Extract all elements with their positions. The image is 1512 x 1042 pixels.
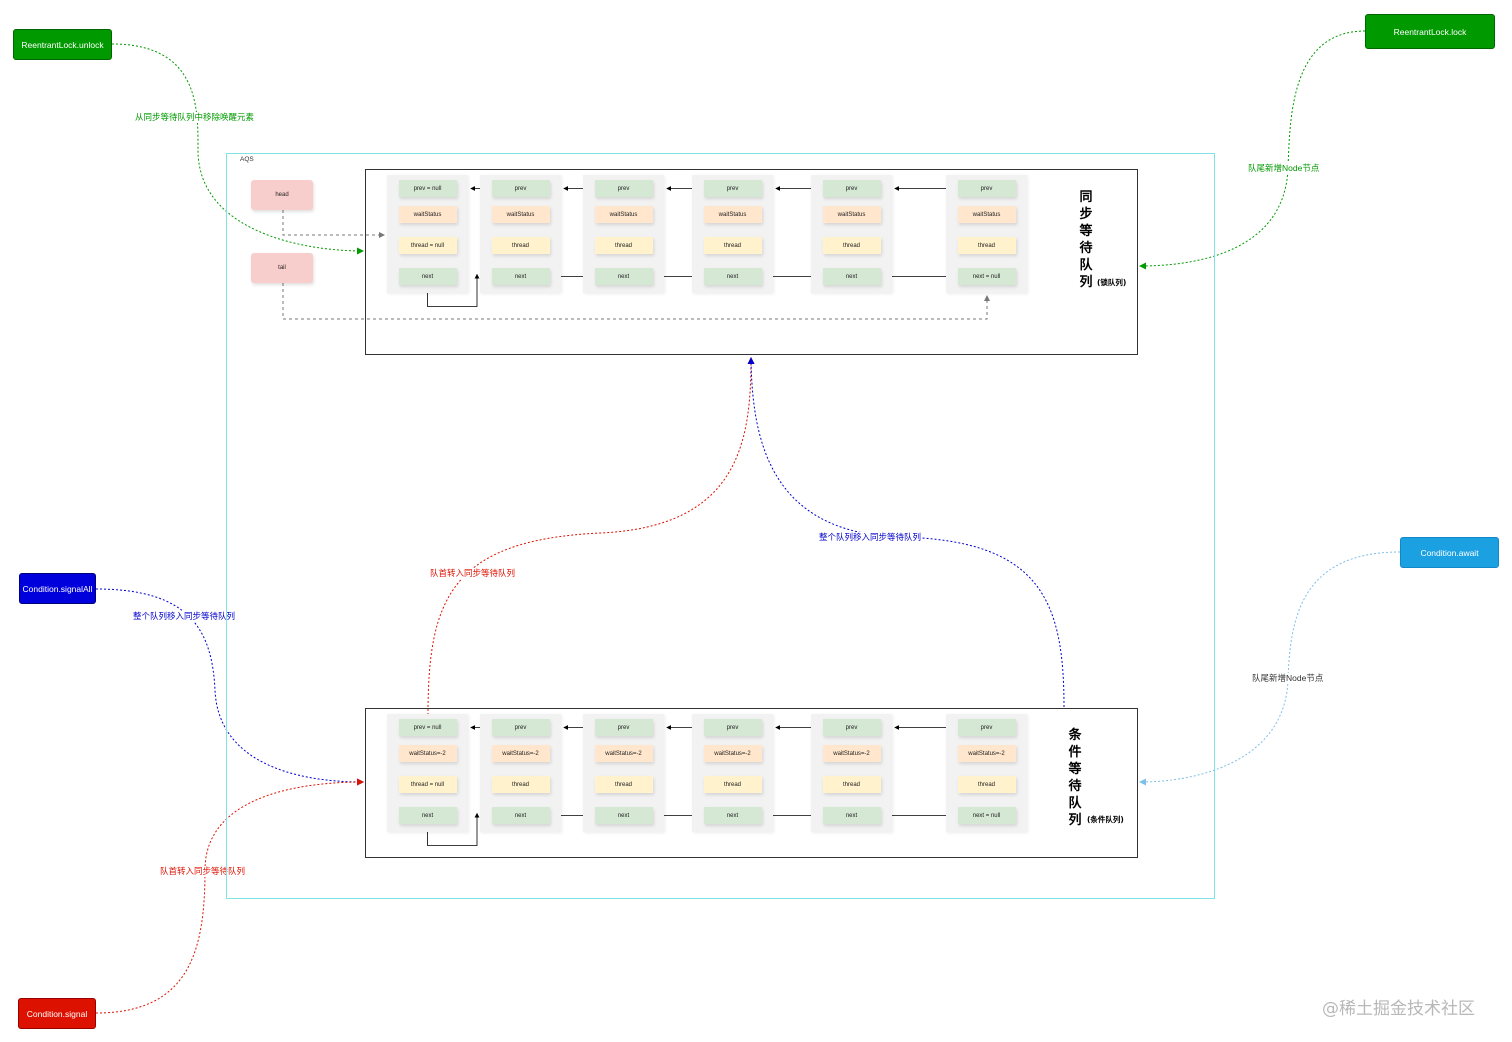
node-prev-field: prev <box>822 180 881 197</box>
node-waitstatus-field: waitStatus <box>957 206 1016 223</box>
node-waitstatus-field: waitStatus <box>594 206 653 223</box>
node-waitstatus-field: waitStatus <box>703 206 762 223</box>
node-next-field: next <box>491 268 550 285</box>
aqs-title: AQS <box>240 156 254 163</box>
node-next-field: next = null <box>957 807 1016 824</box>
transfer-head-connector <box>427 357 755 716</box>
signal-all-connector <box>95 588 364 786</box>
node-thread-field: thread <box>703 237 762 254</box>
head-pointer-line <box>282 210 385 238</box>
node-prev-field: prev = null <box>398 180 457 197</box>
condition-wait-queue <box>365 708 1138 858</box>
node-prev-field: prev <box>822 719 881 736</box>
node-prev-field: prev <box>957 180 1016 197</box>
node-next-field: next <box>822 807 881 824</box>
node-thread-field: thread = null <box>398 776 457 793</box>
node-next-field: next <box>703 807 762 824</box>
node-waitstatus-field: waitStatus=-2 <box>398 745 457 762</box>
queue-title-char: 等 <box>1068 762 1082 777</box>
reentrantlock-unlock-button[interactable]: ReentrantLock.unlock <box>13 29 112 60</box>
signal-edge-label: 队首转入同步等待队列 <box>160 866 246 877</box>
queue-title-char: 同 <box>1079 190 1093 205</box>
first-next-link-arrow <box>427 812 480 846</box>
node-prev-field: prev <box>491 719 550 736</box>
sync-queue-subtitle: (锁队列) <box>1097 278 1127 287</box>
node-thread-field: thread <box>957 237 1016 254</box>
node-prev-field: prev <box>594 180 653 197</box>
reentrantlock-lock-button[interactable]: ReentrantLock.lock <box>1365 14 1495 49</box>
queue-title-char: 待 <box>1068 779 1082 794</box>
head-pointer: head <box>251 180 313 210</box>
cond-queue-title: 条件等待队列 <box>1067 727 1083 829</box>
sync-wait-queue <box>365 169 1138 355</box>
transfer-head-label: 队首转入同步等待队列 <box>430 568 516 579</box>
transfer-all-label: 整个队列移入同步等待队列 <box>819 532 922 543</box>
signal-all-edge-label: 整个队列移入同步等待队列 <box>133 611 236 622</box>
node-thread-field: thread <box>594 237 653 254</box>
node-next-field: next <box>398 268 457 285</box>
node-next-field: next <box>398 807 457 824</box>
tail-pointer: tail <box>251 253 313 283</box>
node-next-field: next = null <box>957 268 1016 285</box>
node-prev-field: prev <box>491 180 550 197</box>
node-prev-field: prev <box>957 719 1016 736</box>
aqs-container <box>226 153 1215 899</box>
queue-title-char: 列 <box>1068 813 1082 828</box>
node-waitstatus-field: waitStatus <box>822 206 881 223</box>
node-thread-field: thread <box>822 776 881 793</box>
node-prev-field: prev <box>703 180 762 197</box>
node-waitstatus-field: waitStatus=-2 <box>822 745 881 762</box>
node-thread-field: thread <box>703 776 762 793</box>
queue-title-char: 步 <box>1079 207 1093 222</box>
node-prev-field: prev <box>703 719 762 736</box>
node-waitstatus-field: waitStatus <box>398 206 457 223</box>
await-edge-label: 队尾新增Node节点 <box>1252 673 1324 684</box>
node-waitstatus-field: waitStatus <box>491 206 550 223</box>
node-waitstatus-field: waitStatus=-2 <box>703 745 762 762</box>
watermark: @稀土掘金技术社区 <box>1322 999 1475 1019</box>
node-waitstatus-field: waitStatus=-2 <box>491 745 550 762</box>
node-thread-field: thread = null <box>398 237 457 254</box>
queue-title-char: 等 <box>1079 224 1093 239</box>
node-next-field: next <box>594 807 653 824</box>
unlock-edge-label: 从同步等待队列中移除唤醒元素 <box>135 112 255 123</box>
lock-edge-label: 队尾新增Node节点 <box>1248 163 1320 174</box>
node-thread-field: thread <box>491 776 550 793</box>
cond-queue-subtitle: (条件队列) <box>1087 815 1124 824</box>
node-next-field: next <box>822 268 881 285</box>
node-next-field: next <box>491 807 550 824</box>
node-prev-field: prev = null <box>398 719 457 736</box>
node-thread-field: thread <box>822 237 881 254</box>
queue-title-char: 队 <box>1079 258 1093 273</box>
unlock-connector <box>111 43 364 255</box>
first-next-link-arrow <box>427 273 480 307</box>
condition-await-button[interactable]: Condition.await <box>1400 537 1499 568</box>
queue-title-char: 待 <box>1079 241 1093 256</box>
node-thread-field: thread <box>491 237 550 254</box>
sync-queue-title: 同步等待队列 <box>1078 189 1094 291</box>
queue-title-char: 条 <box>1068 728 1082 743</box>
node-next-field: next <box>703 268 762 285</box>
condition-signal-button[interactable]: Condition.signal <box>18 998 96 1029</box>
node-thread-field: thread <box>594 776 653 793</box>
tail-pointer-line <box>282 283 990 320</box>
queue-title-char: 队 <box>1068 796 1082 811</box>
node-waitstatus-field: waitStatus=-2 <box>957 745 1016 762</box>
queue-title-char: 件 <box>1068 745 1082 760</box>
queue-title-char: 列 <box>1079 275 1093 290</box>
node-waitstatus-field: waitStatus=-2 <box>594 745 653 762</box>
condition-signalall-button[interactable]: Condition.signalAll <box>19 573 96 604</box>
node-prev-field: prev <box>594 719 653 736</box>
node-next-field: next <box>594 268 653 285</box>
node-thread-field: thread <box>957 776 1016 793</box>
